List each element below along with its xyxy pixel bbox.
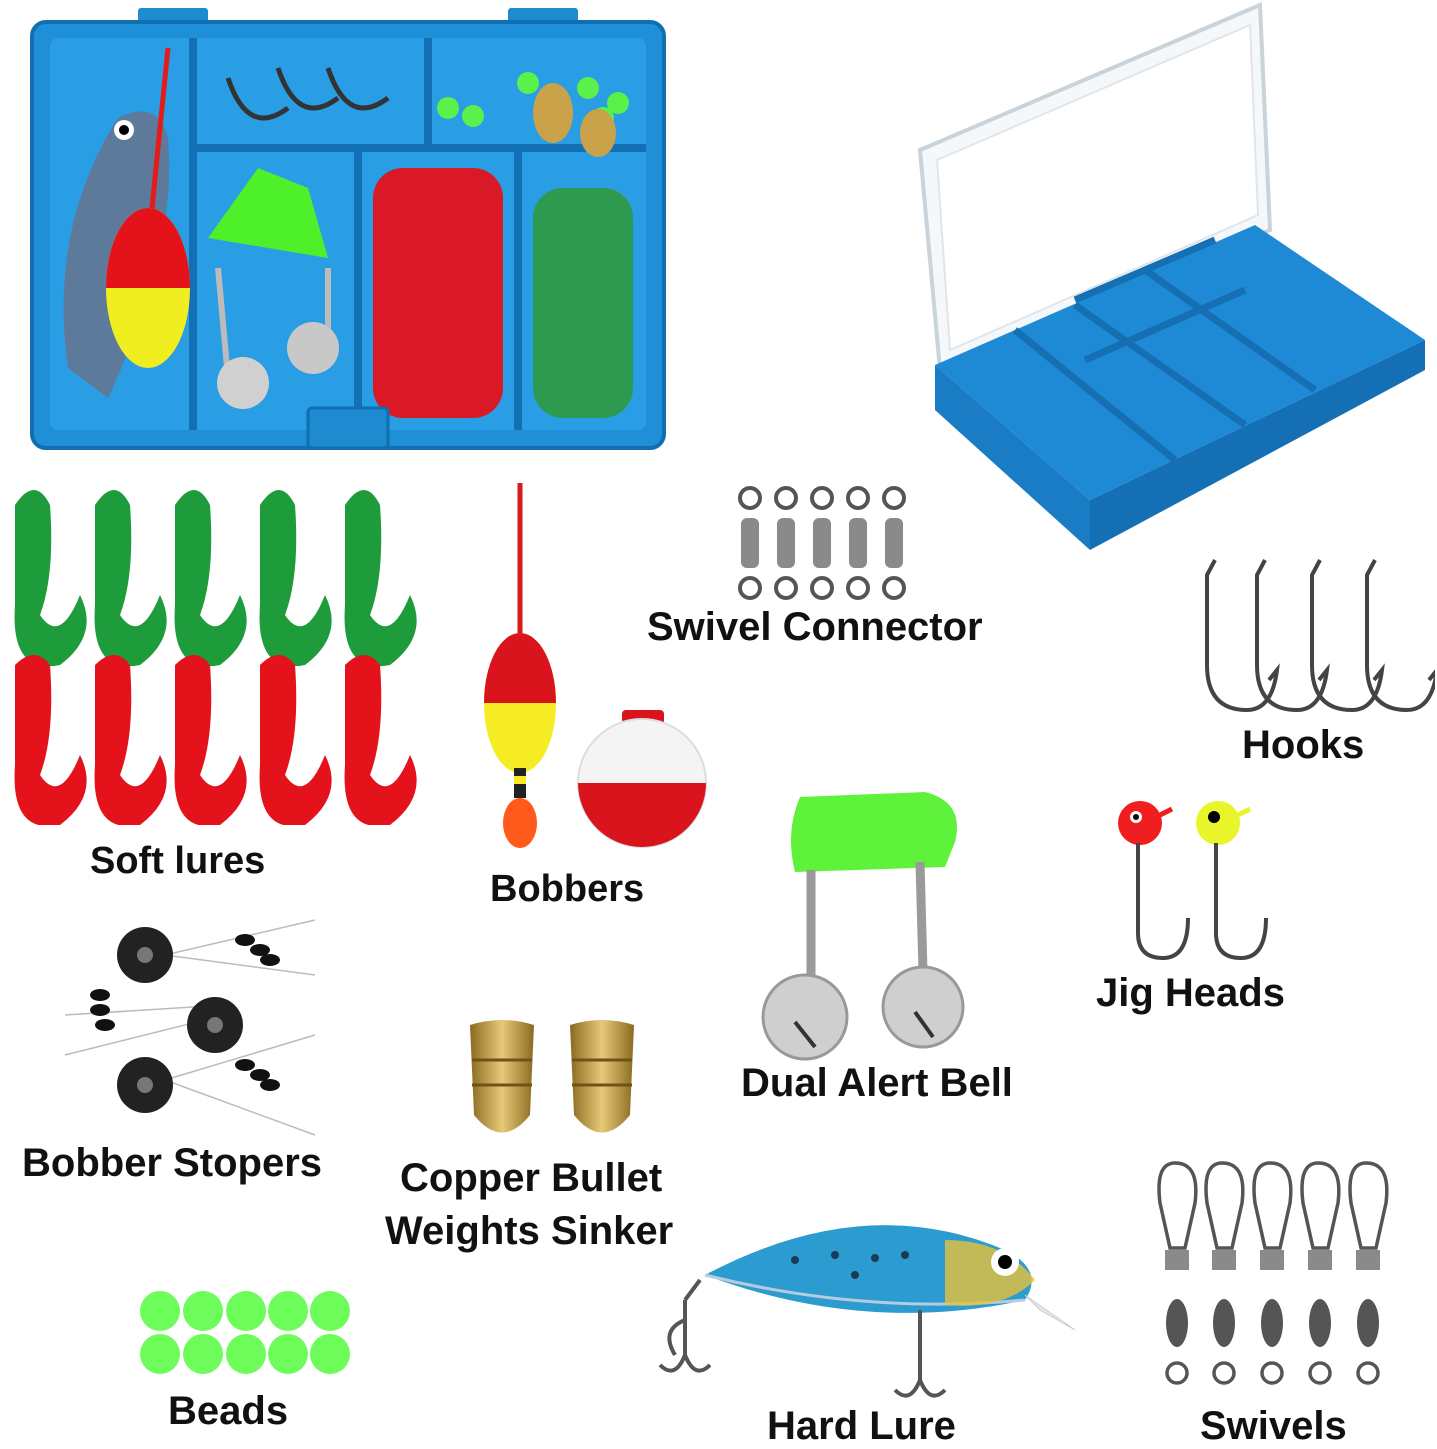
swivel-connector-label: Swivel Connector <box>647 605 983 649</box>
jig-heads-label: Jig Heads <box>1096 971 1285 1015</box>
copper-bullet-label-line2: Weights Sinker <box>385 1209 674 1253</box>
snap-swivel-icon <box>1150 1158 1400 1398</box>
tackle-box-closed-icon <box>28 8 668 458</box>
hooks-label: Hooks <box>1242 723 1365 767</box>
beads-label: Beads <box>168 1389 289 1433</box>
soft-lure-icon <box>5 475 425 825</box>
hard-lure-icon <box>645 1200 1085 1410</box>
tackle-box-open-icon <box>915 0 1430 560</box>
hard-lure-label: Hard Lure <box>767 1404 956 1448</box>
bobber-stopper-icon <box>45 915 345 1145</box>
bobbers-label: Bobbers <box>490 868 645 910</box>
hook-icon <box>1185 555 1435 725</box>
bead-icon <box>138 1290 358 1380</box>
alert-bell-icon <box>755 792 970 1062</box>
bullet-sinker-icon <box>462 1015 642 1145</box>
bobber-icon <box>470 478 710 858</box>
swivel-connector-icon <box>728 484 918 602</box>
soft-lures-label: Soft lures <box>90 840 266 882</box>
bobber-stopers-label: Bobber Stopers <box>22 1141 323 1185</box>
dual-alert-bell-label: Dual Alert Bell <box>741 1061 1013 1105</box>
jig-head-icon <box>1110 795 1280 965</box>
copper-bullet-label-line1: Copper Bullet <box>400 1156 663 1200</box>
swivels-label: Swivels <box>1200 1404 1347 1448</box>
